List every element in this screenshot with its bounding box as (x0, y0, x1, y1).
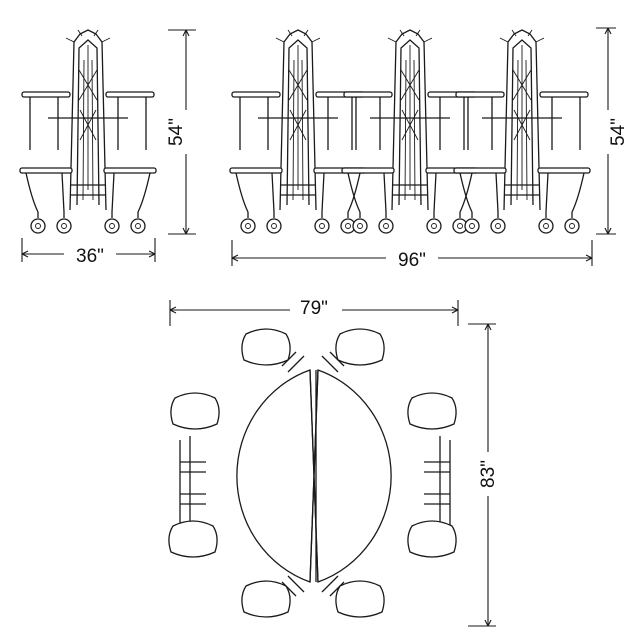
front-width-dimension: 36" (21, 238, 156, 267)
plan-width-dimension: 79" (169, 296, 459, 326)
front-height-dimension: 54" (166, 29, 196, 235)
plan-depth-label: 83" (478, 460, 499, 488)
side-width-label: 96" (398, 250, 426, 271)
front-elevation (20, 30, 156, 233)
plan-width-label: 79" (300, 298, 328, 319)
side-width-dimension: 96" (231, 240, 593, 271)
side-height-dimension: 54" (596, 27, 629, 235)
side-height-label: 54" (608, 118, 629, 146)
side-elevation (230, 30, 590, 233)
plan-view (168, 328, 457, 618)
front-width-label: 36" (76, 246, 104, 267)
plan-depth-dimension: 83" (468, 323, 499, 627)
front-height-label: 54" (166, 118, 187, 146)
